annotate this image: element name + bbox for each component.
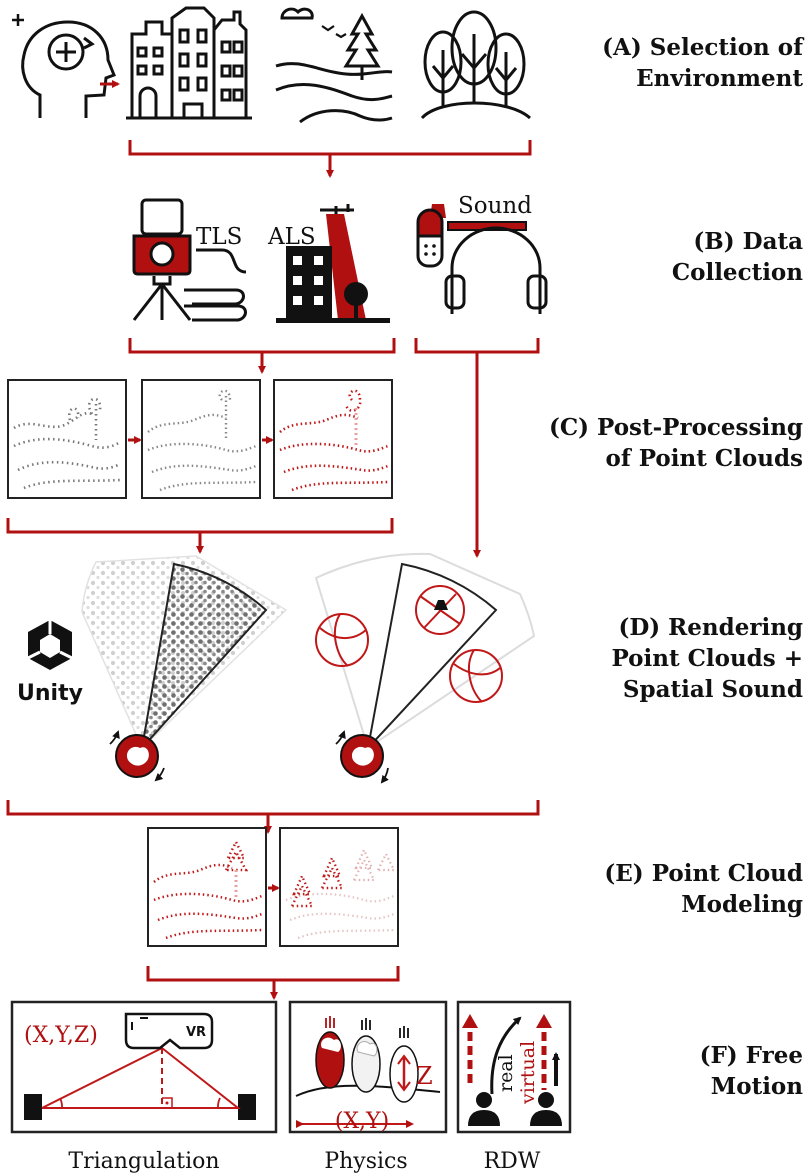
stage-label-line: of Point Clouds xyxy=(605,445,804,472)
xy-label: (X,Y) xyxy=(335,1109,389,1134)
stage-label-c: (C) Post-Processing of Point Clouds xyxy=(549,412,803,474)
real-label: real xyxy=(495,1054,517,1092)
stage-label-line: (D) Rendering xyxy=(618,614,803,641)
stage-label-line: Spatial Sound xyxy=(622,676,803,703)
stage-label-line: Modeling xyxy=(681,891,803,918)
stage-label-a: (A) Selection of Environment xyxy=(602,32,803,94)
hills-landscape-icon xyxy=(275,7,393,124)
bracket-d xyxy=(6,800,540,816)
bracket-b-sound xyxy=(414,338,540,354)
terrain-scan-layers xyxy=(184,248,247,322)
airborne-laser-scanner-icon xyxy=(276,204,390,323)
microphone-headphones-icon xyxy=(416,204,548,314)
modeling-input-panel xyxy=(147,827,267,947)
bracket-e xyxy=(146,966,400,982)
unity-label: Unity xyxy=(17,681,83,706)
stage-label-line: Collection xyxy=(671,259,803,286)
stage-label-line: (F) Free xyxy=(699,1042,803,1069)
rendering-point-cloud-view xyxy=(81,555,288,782)
stage-label-line: Point Clouds + xyxy=(611,645,803,672)
unity-logo-icon xyxy=(27,620,73,670)
stage-label-line: (C) Post-Processing xyxy=(548,414,803,441)
sound-label: Sound xyxy=(458,193,532,219)
vr-headset-icon xyxy=(124,1012,214,1050)
forest-trees-icon xyxy=(420,10,532,120)
stage-label-line: (A) Selection of xyxy=(602,34,803,61)
vr-label: VR xyxy=(186,1025,206,1040)
z-label: Z xyxy=(416,1062,433,1090)
stage-label-f: (F) Free Motion xyxy=(700,1040,803,1102)
bracket-b-scan xyxy=(128,338,396,354)
point-cloud-filtered-panel xyxy=(141,379,261,499)
stage-label-line: (B) Data xyxy=(693,228,803,255)
stage-label-line: (E) Point Cloud xyxy=(604,860,803,887)
physics-caption: Physics xyxy=(324,1149,407,1174)
bracket-c xyxy=(6,518,394,534)
stage-label-line: Motion xyxy=(710,1073,803,1100)
stage-label-line: Environment xyxy=(636,65,803,92)
stage-label-b: (B) Data Collection xyxy=(672,226,803,288)
stage-label-d: (D) Rendering Point Clouds + Spatial Sou… xyxy=(611,612,803,705)
spatial-sound-view xyxy=(314,552,536,784)
triangulation-caption: Triangulation xyxy=(68,1149,219,1174)
point-cloud-classified-panel xyxy=(273,379,393,499)
mind-icon xyxy=(12,14,116,118)
virtual-label: virtual xyxy=(517,1041,539,1105)
physics-panel xyxy=(288,1000,448,1134)
town-buildings-icon xyxy=(126,6,252,120)
xyz-label: (X,Y,Z) xyxy=(24,1023,98,1048)
point-cloud-raw-panel xyxy=(7,379,127,499)
als-label: ALS xyxy=(267,224,316,250)
bracket-a xyxy=(128,140,532,156)
stage-label-e: (E) Point Cloud Modeling xyxy=(604,858,803,920)
modeling-output-panel xyxy=(279,827,399,947)
rdw-caption: RDW xyxy=(484,1149,541,1174)
tls-label: TLS xyxy=(196,224,242,250)
rdw-panel xyxy=(456,1000,572,1134)
terrestrial-laser-scanner-icon xyxy=(132,198,192,321)
